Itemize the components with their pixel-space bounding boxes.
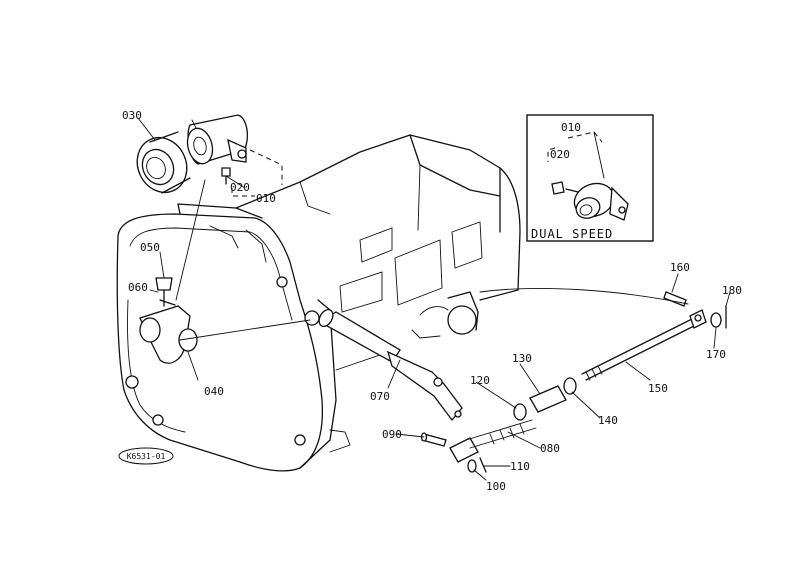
inset-caption: DUAL SPEED: [531, 227, 613, 241]
label-070: 070: [370, 390, 390, 403]
label-030: 030: [122, 109, 142, 122]
leader-lines: [137, 117, 731, 481]
fork-bolt-part-050: [155, 277, 173, 307]
part-labels: 030 020 010 050 060 040 070 090 080 110 …: [122, 109, 742, 493]
pin-part-090: [420, 432, 447, 447]
clevis-rod-part-080: [449, 419, 537, 463]
rod-part-150: [581, 309, 707, 381]
label-130: 130: [512, 352, 532, 365]
label-040: 040: [204, 385, 224, 398]
label-080: 080: [540, 442, 560, 455]
transmission-housing: [116, 134, 521, 472]
label-140: 140: [598, 414, 618, 427]
split-pin-part-110: [479, 457, 487, 473]
label-180: 180: [722, 284, 742, 297]
release-hub-part-010: [186, 114, 249, 165]
stamp-text: K6531-01: [127, 452, 166, 461]
dual-speed-inset: DUAL SPEED: [526, 114, 654, 242]
sleeve-part-130: [529, 385, 567, 413]
leader-040-line: [179, 319, 311, 341]
fork-part-040: [139, 299, 198, 364]
label-160: 160: [670, 261, 690, 274]
label-100: 100: [486, 480, 506, 493]
lever-linkage-line: [479, 287, 689, 305]
label-090: 090: [382, 428, 402, 441]
label-110: 110: [510, 460, 530, 473]
label-170: 170: [706, 348, 726, 361]
grease-fitting-part-020: [221, 167, 231, 185]
leader-010-bracket: [231, 149, 283, 197]
nut-part-140: [563, 377, 577, 395]
washer-part-170: [710, 312, 722, 328]
release-bearing-part-030: [136, 131, 191, 194]
reference-stamp: K6531-01: [118, 447, 174, 465]
label-120: 120: [470, 374, 490, 387]
label-020: 020: [230, 181, 250, 194]
fork-shaft-part-070: [318, 308, 463, 422]
label-050: 050: [140, 241, 160, 254]
washer-part-100: [467, 459, 477, 473]
label-010: 010: [256, 192, 276, 205]
label-150: 150: [648, 382, 668, 395]
dashed-leader-fork: [175, 179, 206, 301]
pin-part-160: [663, 291, 687, 307]
label-060: 060: [128, 281, 148, 294]
nut-part-120: [513, 403, 527, 421]
inset-label-010: 010: [561, 121, 581, 134]
inset-label-020: 020: [550, 148, 570, 161]
